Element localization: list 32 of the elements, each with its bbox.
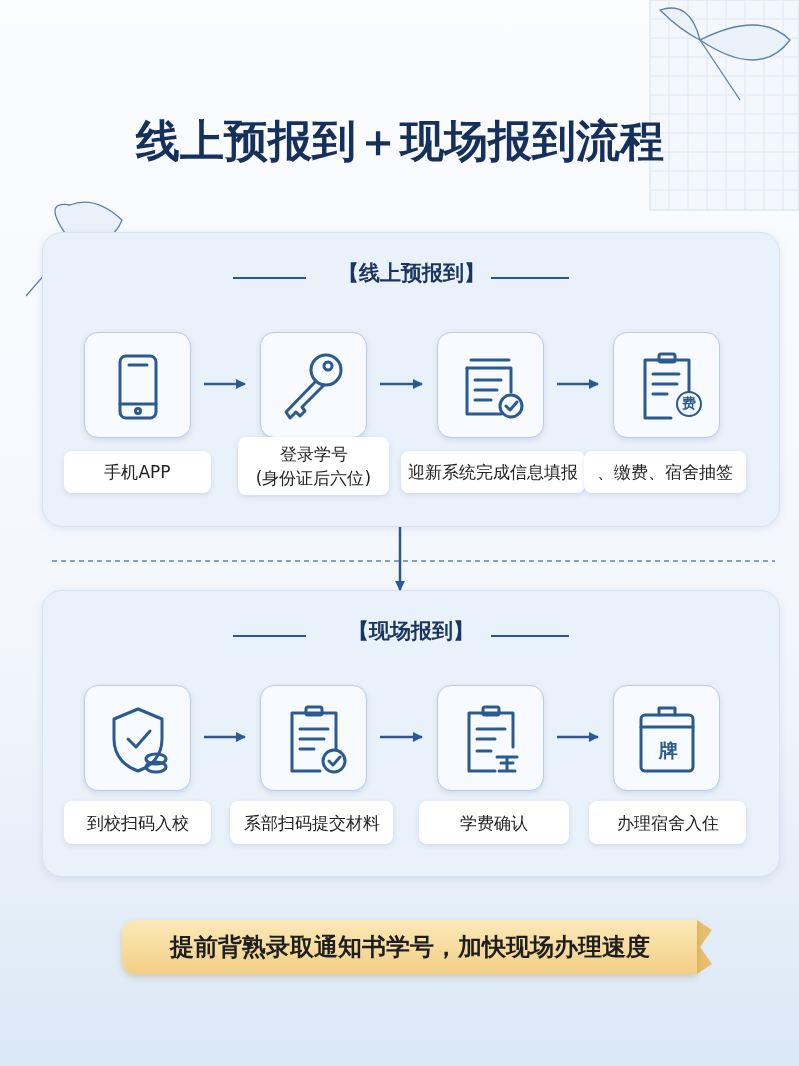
icon-card — [84, 685, 191, 791]
step-label: 办理宿舍入住 — [589, 801, 746, 844]
icon-card — [437, 685, 544, 791]
icon-card — [613, 685, 720, 791]
step-label: 迎新系统完成信息填报 — [401, 451, 585, 493]
icon-card — [84, 332, 191, 438]
tip-ribbon — [122, 920, 697, 974]
icon-card — [260, 332, 367, 438]
step-label: 系部扫码提交材料 — [230, 801, 393, 844]
arrow — [380, 379, 423, 389]
section-panel — [42, 590, 780, 877]
arrow — [557, 732, 599, 742]
icon-card — [260, 685, 367, 791]
icon-card — [613, 332, 720, 438]
step-label: 手机APP — [64, 451, 211, 493]
tip-text: 提前背熟录取通知书学号，加快现场办理速度 — [169, 932, 650, 963]
step-label: 学费确认 — [419, 801, 569, 844]
icon-card — [437, 332, 544, 438]
section-panel — [42, 232, 780, 527]
title: 线上预报到＋现场报到流程 — [134, 114, 665, 168]
step-label: 到校扫码入校 — [64, 801, 211, 844]
arrow — [204, 732, 246, 742]
step-label: 登录学号 (身份证后六位) — [238, 437, 389, 495]
section-heading: 【现场报到】 — [348, 619, 474, 643]
section-heading: 【线上预报到】 — [337, 261, 485, 285]
arrow — [204, 379, 246, 389]
step-label: 、缴费、宿舍抽签 — [584, 451, 746, 493]
arrow — [557, 379, 599, 389]
fee-seal: 费 — [676, 391, 702, 417]
sign-text: 牌 — [657, 738, 679, 763]
arrow — [380, 732, 423, 742]
arrow — [395, 527, 405, 591]
